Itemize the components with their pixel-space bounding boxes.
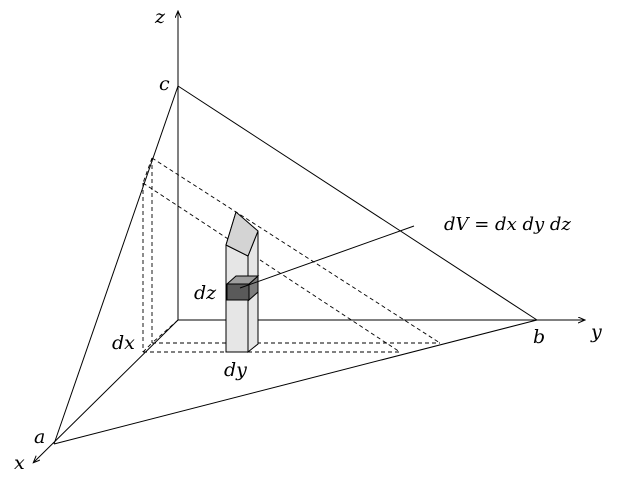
element-dy-label: dy <box>224 359 247 381</box>
intercept-a-label: a <box>34 426 45 448</box>
edge-c-b <box>177 85 538 321</box>
volume-equation: dV = dx dy dz <box>444 214 571 235</box>
intercept-c-label: c <box>159 73 170 95</box>
axis-z-label: z <box>154 6 166 28</box>
leader-line <box>239 225 415 289</box>
x-axis <box>34 319 179 462</box>
volume-element-cube <box>225 274 260 302</box>
element-dx-label: dx <box>112 332 135 354</box>
element-dz-label: dz <box>194 282 217 304</box>
edge-a-b <box>53 319 538 445</box>
edge-c-a <box>53 85 179 445</box>
axis-y-label: y <box>590 321 602 343</box>
intercept-b-label: b <box>533 326 545 348</box>
dashed-slab <box>142 157 441 353</box>
axis-x-label: x <box>14 452 25 474</box>
